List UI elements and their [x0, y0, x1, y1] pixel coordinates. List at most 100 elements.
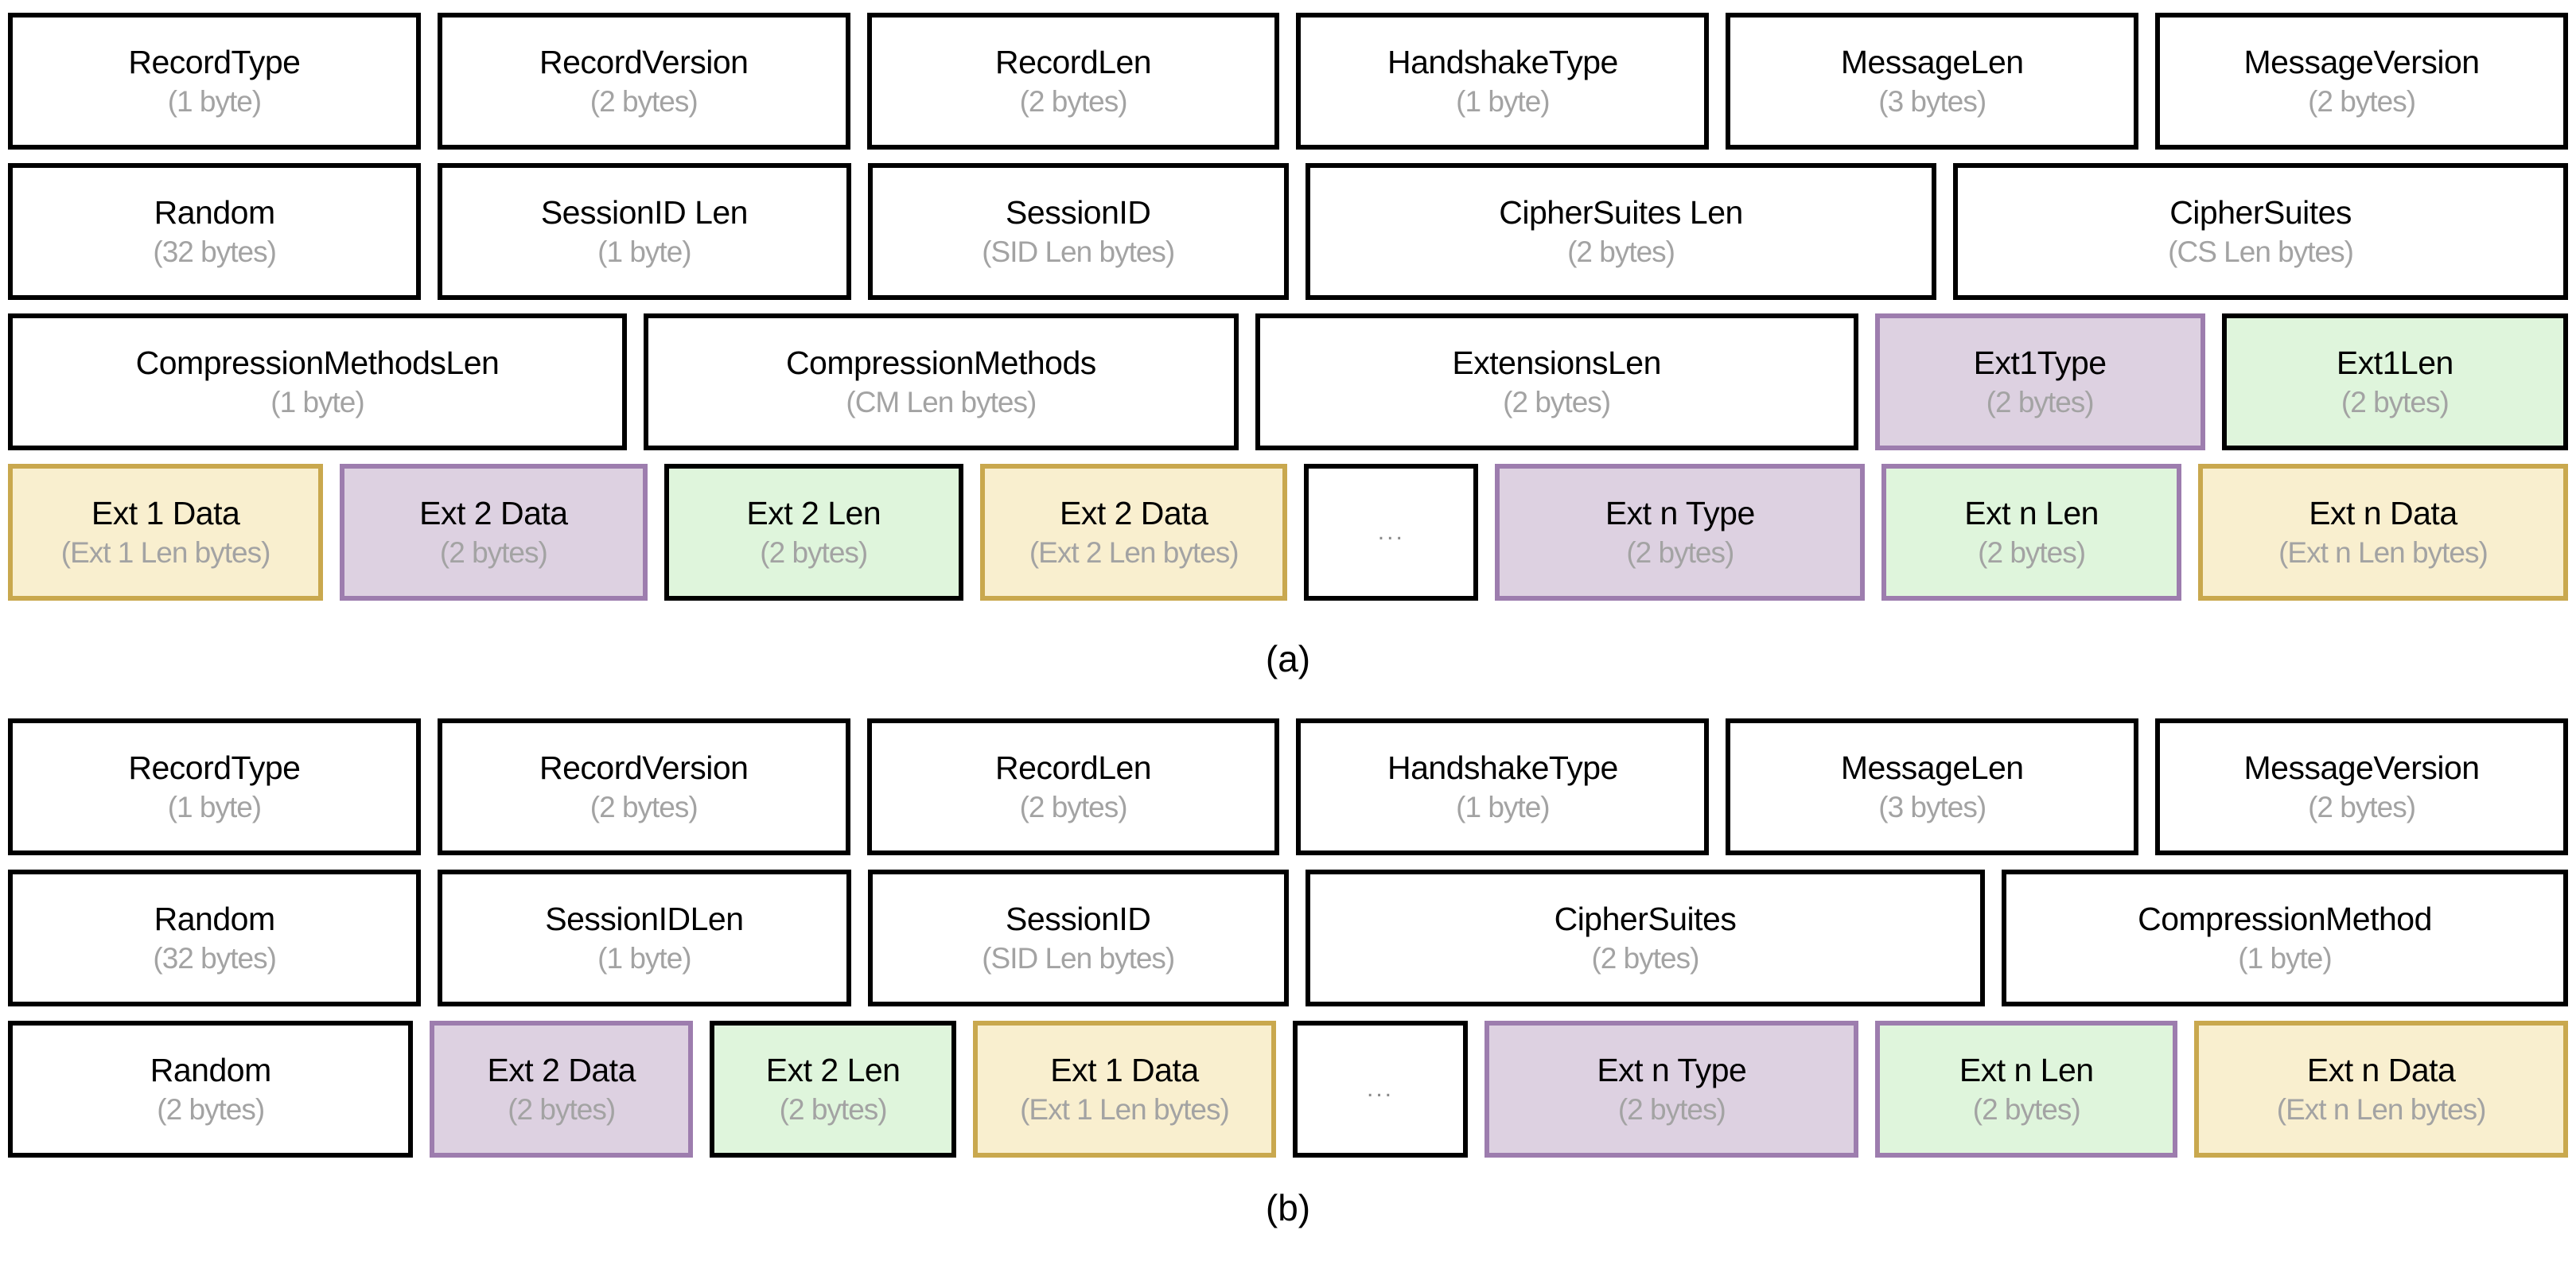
field-size: (2 bytes) — [590, 791, 698, 823]
field-size: (SID Len bytes) — [982, 235, 1175, 268]
field-label: RecordType — [128, 749, 301, 786]
field-label: Ext n Len — [1959, 1052, 2094, 1088]
field-size: (1 byte) — [270, 386, 364, 418]
field-box: Ext1Len(2 bytes) — [2221, 313, 2569, 450]
field-label: Ext 1 Data — [91, 495, 240, 531]
field-size: (3 bytes) — [1878, 85, 1986, 118]
field-label: SessionID — [1006, 194, 1151, 231]
field-box: SessionID (SID Len bytes) — [867, 163, 1289, 300]
field-size: (2 bytes) — [2308, 85, 2416, 118]
field-size: (2 bytes) — [1972, 1093, 2081, 1126]
diagram-row: Random(32 bytes)SessionID Len(1 byte)Ses… — [8, 163, 2569, 300]
field-label: RecordVersion — [539, 749, 749, 786]
field-size: (2 bytes) — [1978, 536, 2086, 569]
field-size: (2 bytes) — [1567, 235, 1675, 268]
field-label: Ext 2 Data — [487, 1052, 636, 1088]
field-box: SessionID Len(1 byte) — [438, 163, 851, 300]
field-box: SessionIDLen(1 byte) — [438, 870, 851, 1006]
field-size: (1 byte) — [1456, 85, 1550, 118]
field-box: CipherSuites Len (2 bytes) — [1305, 163, 1937, 300]
field-label: MessageLen — [1840, 749, 2024, 786]
diagram-row: RecordType (1 byte) RecordVersion (2 bytes)… — [8, 718, 2568, 855]
field-size: (Ext 1 Len bytes) — [1020, 1093, 1230, 1126]
field-label: Random — [154, 194, 275, 231]
field-box: Ext 1 Data (Ext 1 Len bytes) — [8, 464, 324, 601]
figure-b-rows: RecordType (1 byte) RecordVersion (2 bytes)… — [8, 718, 2568, 1158]
diagram-row: RecordType(1 byte)RecordVersion(2 bytes)… — [8, 13, 2568, 150]
field-box: Ext n Type(2 bytes) — [1495, 464, 1866, 601]
field-box: ExtensionsLen(2 bytes) — [1255, 313, 1858, 450]
field-label: HandshakeType — [1387, 44, 1618, 80]
field-label: Ext n Type — [1605, 495, 1755, 531]
diagram-row: CompressionMethodsLen(1 byte)Compression… — [8, 313, 2569, 450]
field-size: (1 byte) — [167, 85, 262, 118]
field-box: MessageLen(3 bytes) — [1726, 718, 2139, 855]
figure-a-rows: RecordType(1 byte)RecordVersion(2 bytes)… — [8, 13, 2569, 601]
field-box: HandshakeType(1 byte) — [1296, 718, 1710, 855]
field-box: Ext n Type (2 bytes) — [1485, 1021, 1859, 1158]
field-label: MessageLen — [1840, 44, 2024, 80]
field-box: Ext 2 Data(2 bytes) — [430, 1021, 693, 1158]
field-label: RecordType — [128, 44, 301, 80]
figure-caption: (a) — [1265, 638, 1311, 679]
field-box: RecordType (1 byte) — [8, 718, 421, 855]
field-size: (CM Len bytes) — [846, 386, 1037, 418]
field-box: Ext1Type (2 bytes) — [1874, 313, 2205, 450]
field-box: Ext 2 Data(2 bytes) — [340, 464, 648, 601]
field-size: (2 bytes) — [1617, 1093, 1726, 1126]
field-label: ... — [1366, 1076, 1394, 1102]
field-label: Ext1Len — [2336, 344, 2453, 381]
field-label: CompressionMethods — [785, 344, 1096, 381]
field-size: (2 bytes) — [157, 1093, 265, 1126]
field-size: (2 bytes) — [760, 536, 868, 569]
field-box: ... — [1292, 1021, 1469, 1158]
field-box: MessageVersion(2 bytes) — [2155, 13, 2568, 150]
field-label: Ext n Len — [1964, 495, 2099, 531]
figure-caption: (b) — [1265, 1187, 1311, 1228]
field-label: Ext 2 Data — [419, 495, 568, 531]
field-box: Random(2 bytes) — [8, 1021, 414, 1158]
field-box: CompressionMethodsLen (1 byte) — [8, 313, 627, 450]
field-label: RecordLen — [995, 749, 1152, 786]
field-label: SessionID Len — [540, 194, 749, 231]
field-label: Ext1Type — [1973, 344, 2107, 381]
field-label: SessionID — [1006, 901, 1151, 937]
field-box: Ext 2 Len(2 bytes) — [709, 1021, 957, 1158]
field-box: MessageVersion(2 bytes) — [2155, 718, 2568, 855]
field-size: (1 byte) — [2238, 942, 2332, 975]
field-box: RecordType (1 byte) — [8, 13, 421, 150]
field-size: (CS Len bytes) — [2168, 235, 2354, 268]
field-box: Ext 2 Data (Ext 2 Len bytes) — [980, 464, 1288, 601]
field-label: CipherSuites — [2169, 194, 2352, 231]
field-label: ... — [1377, 519, 1405, 545]
field-label: CompressionMethodsLen — [135, 344, 500, 381]
field-box: CipherSuites (2 bytes) — [1305, 870, 1985, 1006]
field-size: (2 bytes) — [1503, 386, 1611, 418]
field-box: HandshakeType (1 byte) — [1296, 13, 1710, 150]
field-box: Ext n Data(Ext n Len bytes) — [2194, 1021, 2568, 1158]
field-label: SessionIDLen — [545, 901, 744, 937]
field-size: (2 bytes) — [1986, 386, 2095, 418]
field-size: (2 bytes) — [1019, 791, 1128, 823]
field-label: RecordLen — [995, 44, 1152, 80]
figure-b: RecordType (1 byte) RecordVersion (2 bytes)… — [8, 718, 2568, 1229]
field-box: RecordLen (2 bytes) — [866, 718, 1280, 855]
field-size: (Ext n Len bytes) — [2276, 1093, 2487, 1126]
diagram-row: Ext 1 Data(Ext 1 Len bytes)Ext 2 Data(2 … — [8, 464, 2568, 601]
field-label: Ext 2 Data — [1059, 495, 1208, 531]
field-box: Ext n Len (2 bytes) — [1875, 1021, 2178, 1158]
field-box: RecordLen(2 bytes) — [866, 13, 1280, 150]
field-label: CompressionMethod — [2138, 901, 2432, 937]
field-size: (Ext 2 Len bytes) — [1029, 536, 1239, 569]
field-size: (1 byte) — [167, 791, 262, 823]
field-size: (32 bytes) — [153, 942, 277, 975]
field-label: Ext n Type — [1597, 1052, 1747, 1088]
field-box: Ext 2 Len(2 bytes) — [663, 464, 964, 601]
field-label: MessageVersion — [2243, 749, 2480, 786]
field-size: (Ext 1 Len bytes) — [60, 536, 271, 569]
field-label: CipherSuites — [1554, 901, 1737, 937]
field-label: CipherSuites Len — [1499, 194, 1743, 231]
field-label: Random — [154, 901, 275, 937]
field-size: (2 bytes) — [1591, 942, 1699, 975]
